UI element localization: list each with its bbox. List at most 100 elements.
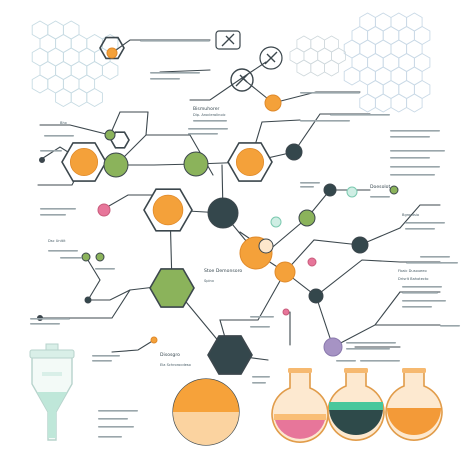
circle-node — [323, 337, 343, 357]
placeholder-text-line — [440, 262, 458, 264]
center-lower-sublabel: Spinx — [204, 279, 215, 283]
placeholder-text-line — [40, 214, 66, 216]
placeholder-text-line — [360, 360, 400, 362]
placeholder-text-line — [405, 222, 445, 224]
placeholder-text-line — [402, 292, 438, 294]
placeholder-text-line — [336, 360, 356, 362]
placeholder-text-line — [30, 318, 70, 320]
connection-lines — [37, 39, 441, 361]
circle-node — [183, 151, 209, 177]
placeholder-text-line — [252, 376, 270, 378]
placeholder-text-line — [390, 174, 435, 176]
placeholder-text-line — [193, 120, 227, 122]
placeholder-text-line — [98, 436, 122, 438]
placeholder-text-line — [98, 418, 128, 420]
circle-node — [150, 336, 158, 344]
placeholder-text-line — [370, 196, 390, 198]
placeholder-text-line — [92, 355, 120, 357]
right-list-item-1: Fbaic Dusoueeo — [398, 269, 427, 273]
placeholder-text-line — [188, 128, 228, 130]
circle-node — [207, 197, 239, 229]
top-center-sublabel: Dip. Aroclerolinoic — [193, 113, 226, 117]
placeholder-text-line — [95, 268, 115, 270]
placeholder-text-line — [390, 150, 445, 152]
circle-node — [258, 238, 274, 254]
flask-orange — [385, 368, 443, 441]
circle-node — [39, 157, 45, 163]
top-left-label: Bhx — [60, 121, 68, 125]
lattice-hex — [324, 59, 339, 77]
placeholder-text-line — [44, 135, 74, 137]
hexagon-core — [69, 147, 99, 177]
circle-node — [298, 209, 316, 227]
hexagon-nodes — [61, 36, 273, 375]
placeholder-text-line — [40, 150, 62, 152]
lattice-hex — [406, 93, 423, 113]
placeholder-text-line — [98, 426, 134, 428]
placeholder-text-line — [420, 256, 450, 258]
bottom-center-sublabel: Ela Schrorocdeso — [160, 363, 191, 367]
right-list-item-2: Drisrlt Bahotecto — [398, 277, 429, 281]
hex-lattice-right — [343, 12, 431, 113]
hex-lattice-top — [289, 35, 346, 77]
placeholder-text-line — [300, 120, 350, 122]
hexagon-core — [235, 147, 265, 177]
center-lower-label: Stoe Demonsoro — [204, 268, 242, 274]
circle-node — [270, 216, 282, 228]
hexagon-core — [152, 194, 184, 226]
placeholder-text-line — [390, 166, 440, 168]
lattice-hex — [101, 60, 119, 81]
circle-node — [106, 47, 118, 59]
circle-node — [389, 185, 399, 195]
placeholder-text-line — [346, 348, 390, 350]
circle-nodes — [37, 47, 399, 357]
circle-node — [81, 252, 91, 262]
placeholder-text-line — [300, 182, 320, 184]
right-mid-label: Doesolot — [370, 184, 390, 190]
placeholder-text-line — [330, 114, 390, 116]
lattice-hex — [374, 93, 392, 113]
lattice-hex — [70, 87, 88, 108]
circle-node — [307, 257, 317, 267]
circle-node — [351, 236, 369, 254]
placeholder-text-line — [406, 262, 442, 264]
funnel-icon — [29, 343, 75, 441]
orange-beaker-circle — [172, 378, 240, 446]
placeholder-text-line — [92, 360, 112, 362]
bottom-center-label: Disosgro — [160, 352, 180, 358]
placeholder-text-line — [402, 306, 432, 308]
circle-node — [264, 94, 282, 112]
placeholder-text-line — [250, 316, 274, 318]
right-sublabel: Bgrontsio — [402, 213, 419, 217]
hexagon-node — [149, 268, 195, 308]
lattice-hex — [31, 74, 49, 94]
placeholder-text-line — [40, 208, 76, 210]
placeholder-text-line — [402, 286, 442, 288]
tool-icon-3 — [230, 68, 254, 92]
lattice-hex — [343, 66, 361, 86]
flask-teal — [327, 368, 385, 441]
circle-node — [274, 261, 296, 283]
lattice-hex — [296, 59, 312, 77]
lattice-hex — [310, 59, 326, 77]
circle-node — [104, 129, 116, 141]
tool-icon-2 — [259, 46, 283, 70]
lattice-hex — [86, 87, 103, 108]
circle-node — [308, 288, 324, 304]
placeholder-text-line — [346, 342, 396, 344]
circle-node — [285, 143, 303, 161]
hexagon-node — [207, 335, 253, 375]
placeholder-text-line — [390, 136, 430, 138]
labels: Bismuhorer Dip. Aroclerolinoic Bhx Dsc U… — [48, 106, 429, 367]
placeholder-text-line — [30, 323, 60, 325]
placeholder-text-line — [405, 228, 435, 230]
hexagon-node — [99, 36, 125, 60]
circle-node — [282, 308, 290, 316]
lattice-hex — [359, 93, 376, 113]
circle-node — [103, 152, 129, 178]
placeholder-text-line — [188, 133, 218, 135]
circle-node — [97, 203, 111, 217]
placeholder-text-line — [60, 257, 82, 259]
placeholder-text-line — [390, 130, 440, 132]
